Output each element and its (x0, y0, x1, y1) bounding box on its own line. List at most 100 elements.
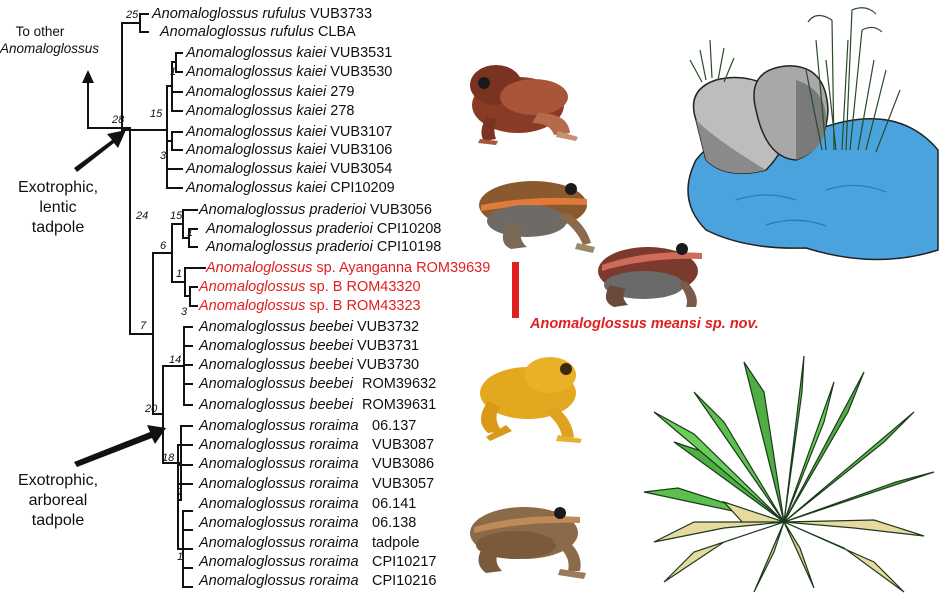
taxon-genus: Anomaloglossus (199, 376, 309, 392)
taxon-label: Anomaloglossus praderioiCPI10198 (206, 239, 441, 255)
taxon-label: Anomaloglossus kaieiVUB3106 (186, 142, 392, 158)
taxon-species: kaiei (296, 180, 326, 196)
taxon-voucher: CPI10198 (377, 239, 442, 255)
taxon-genus: Anomaloglossus (186, 161, 296, 177)
taxon-genus: Anomaloglossus (199, 554, 309, 570)
taxon-species: beebei (309, 338, 353, 354)
taxon-voucher: VUB3056 (370, 202, 432, 218)
lentic-line3: tadpole (10, 218, 106, 238)
taxon-species: beebei (309, 319, 353, 335)
support-value: 1 (187, 227, 193, 239)
taxon-voucher: 279 (330, 84, 354, 100)
lentic-arrow-icon (74, 130, 126, 172)
taxon-species: roraima (309, 437, 358, 453)
taxon-voucher: ROM39632 (362, 376, 436, 392)
taxon-voucher: VUB3732 (357, 319, 419, 335)
taxon-label: Anomaloglossus roraima06.138 (199, 515, 359, 531)
support-value: 28 (112, 114, 124, 126)
taxon-genus: Anomaloglossus (199, 456, 309, 472)
taxon-voucher: VUB3730 (357, 357, 419, 373)
taxon-voucher: VUB3530 (330, 64, 392, 80)
taxon-species: rufulus (262, 6, 306, 22)
up-arrow-icon (82, 70, 94, 83)
taxon-voucher: VUB3106 (330, 142, 392, 158)
taxon-label: Anomaloglossus sp. AyangannaROM39639 (206, 260, 490, 276)
taxon-voucher: VUB3087 (372, 437, 434, 453)
taxon-species: kaiei (296, 124, 326, 140)
taxon-voucher: CPI10216 (372, 573, 437, 589)
support-value: 6 (160, 240, 166, 252)
pond-rocks-illustration (676, 0, 944, 262)
taxon-genus: Anomaloglossus (199, 535, 309, 551)
taxon-voucher: VUB3531 (330, 45, 392, 61)
taxon-voucher: ROM43320 (346, 279, 420, 295)
taxon-species: kaiei (296, 64, 326, 80)
taxon-genus: Anomaloglossus (199, 279, 309, 295)
taxon-label: Anomaloglossus kaieiVUB3107 (186, 124, 392, 140)
taxon-voucher: VUB3731 (357, 338, 419, 354)
taxon-genus: Anomaloglossus (186, 180, 296, 196)
taxon-species: kaiei (296, 161, 326, 177)
new-species-label: Anomaloglossus meansi sp. nov. (530, 316, 759, 332)
taxon-species: praderioi (316, 239, 372, 255)
taxon-voucher: 06.137 (372, 418, 416, 434)
taxon-genus: Anomaloglossus (199, 496, 309, 512)
taxon-species: kaiei (296, 84, 326, 100)
taxon-species: kaiei (296, 142, 326, 158)
support-value: 15 (170, 210, 182, 222)
outgroup-label-line1: To other (0, 23, 80, 40)
taxon-label: Anomaloglossus roraima06.137 (199, 418, 359, 434)
arboreal-line1: Exotrophic, (10, 471, 106, 491)
taxon-genus: Anomaloglossus (199, 319, 309, 335)
taxon-genus: Anomaloglossus (199, 397, 309, 413)
taxon-voucher: tadpole (372, 535, 420, 551)
taxon-species: kaiei (296, 45, 326, 61)
frog-photo-rufulus (458, 53, 588, 148)
support-value: 7 (140, 320, 146, 332)
taxon-genus: Anomaloglossus (199, 298, 309, 314)
taxon-label: Anomaloglossus beebeiVUB3731 (199, 338, 353, 354)
support-value: 1 (177, 486, 183, 498)
taxon-voucher: ROM39631 (362, 397, 436, 413)
lentic-tadpole-label: Exotrophic, lentic tadpole (10, 178, 106, 238)
support-value: 18 (162, 452, 174, 464)
support-value: 20 (145, 403, 157, 415)
support-value: 25 (126, 9, 138, 21)
taxon-species: roraima (309, 476, 358, 492)
arboreal-arrow-icon (74, 425, 166, 467)
taxon-species: roraima (309, 573, 358, 589)
taxon-voucher: VUB3086 (372, 456, 434, 472)
taxon-label: Anomaloglossus kaieiVUB3530 (186, 64, 392, 80)
new-species-bar (512, 262, 519, 318)
taxon-species: beebei (309, 376, 353, 392)
taxon-genus: Anomaloglossus (186, 103, 296, 119)
support-value: 3 (181, 306, 187, 318)
taxon-genus: Anomaloglossus (199, 476, 309, 492)
taxon-species: roraima (309, 456, 358, 472)
arboreal-line2: arboreal (10, 491, 106, 511)
taxon-voucher: 278 (330, 103, 354, 119)
taxon-genus: Anomaloglossus (186, 84, 296, 100)
taxon-voucher: VUB3733 (310, 6, 372, 22)
taxon-label: Anomaloglossus roraimaCPI10216 (199, 573, 359, 589)
taxon-species: praderioi (309, 202, 365, 218)
taxon-species: roraima (309, 418, 358, 434)
bromeliad-illustration (634, 352, 944, 600)
taxon-species: sp. B (309, 298, 342, 314)
taxon-species: sp. Ayanganna (316, 260, 412, 276)
outgroup-label-line2: Anomaloglossus (0, 40, 80, 57)
taxon-genus: Anomaloglossus (206, 221, 316, 237)
taxon-voucher: VUB3054 (330, 161, 392, 177)
taxon-voucher: VUB3057 (372, 476, 434, 492)
arboreal-tadpole-label: Exotrophic, arboreal tadpole (10, 471, 106, 531)
support-value: 1 (176, 268, 182, 280)
